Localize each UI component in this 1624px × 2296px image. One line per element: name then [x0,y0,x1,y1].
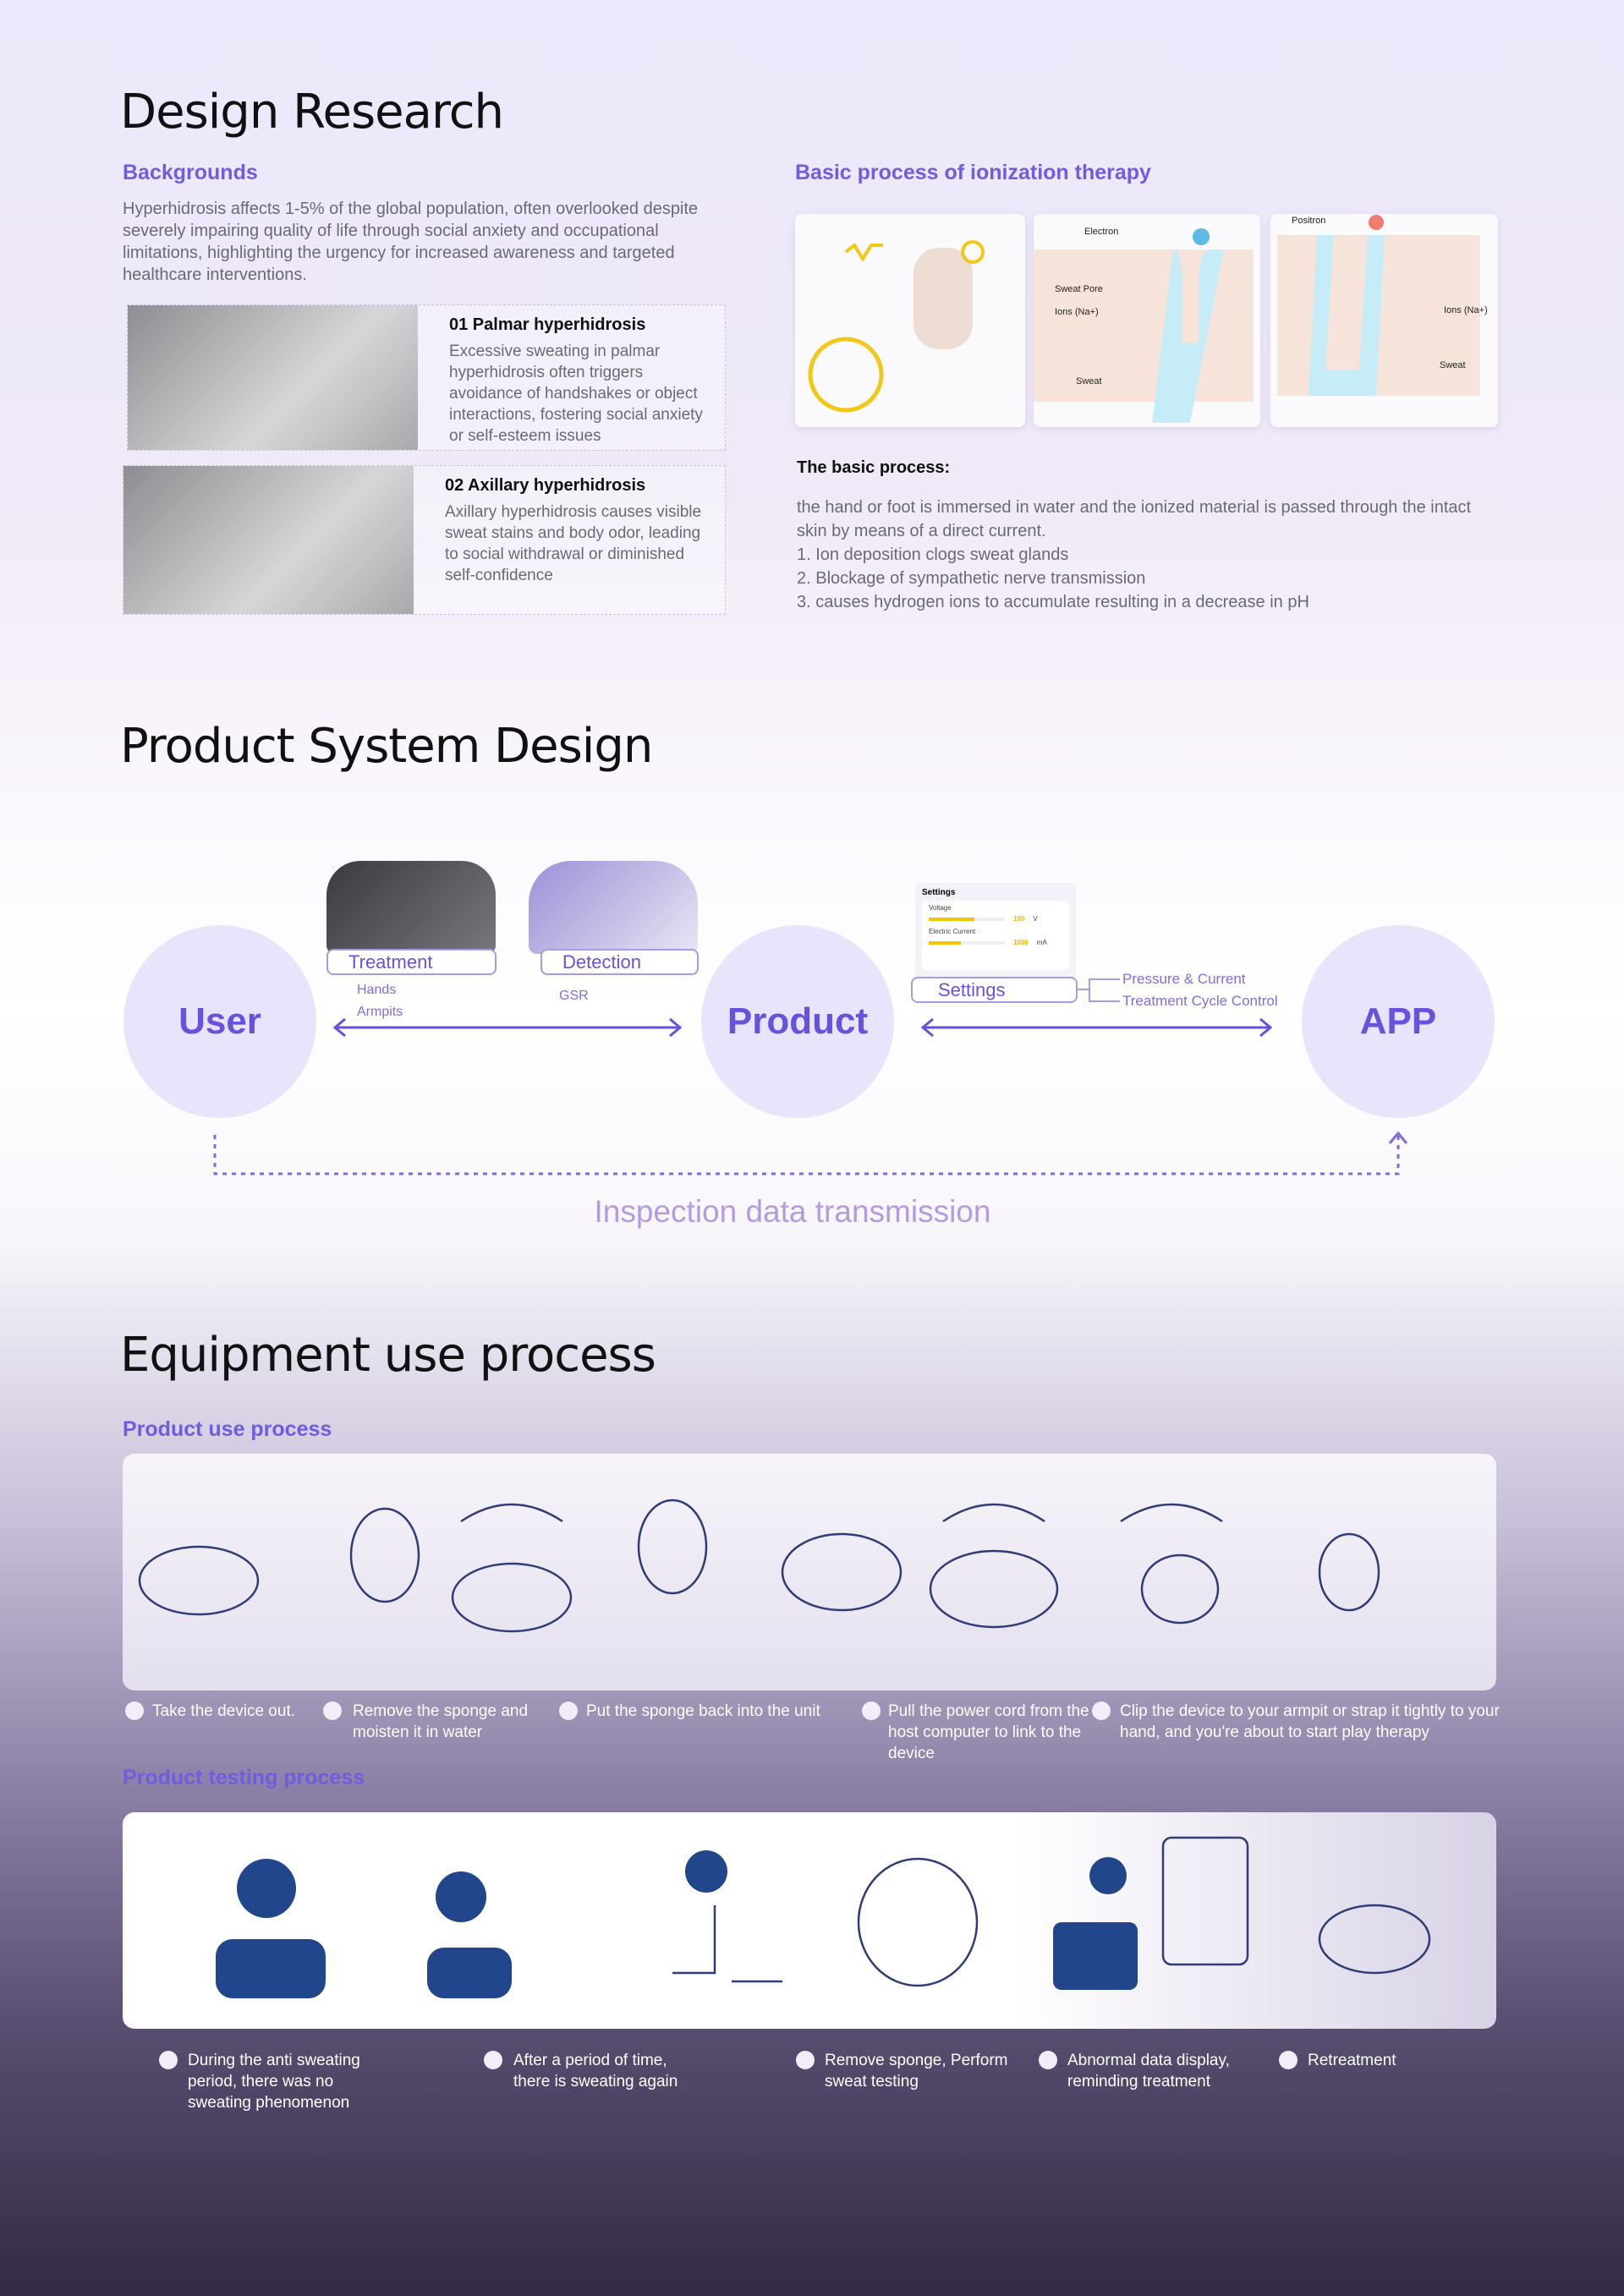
testing-step: Abnormal data display, reminding treatme… [1067,2052,1230,2091]
testing-step: Remove sponge, Perform sweat testing [825,2052,1008,2091]
settings-panel: Settings Voltage 100 V Electric Current 1… [915,883,1076,980]
detection-item: GSR [559,989,589,1003]
step-bullet [159,2051,178,2069]
treatment-box: Treatment [326,949,497,975]
axillary-card: 02 Axillary hyperhidrosis Axillary hyper… [123,465,726,615]
testing-step: During the anti sweating period, there w… [188,2052,360,2112]
settings-item: Pressure & Current [1122,971,1246,987]
step-bullet [125,1701,144,1720]
process-line: 2. Blockage of sympathetic nerve transmi… [797,569,1146,588]
handshake-photo [128,305,418,450]
app-node: APP [1302,925,1495,1118]
label-sweat: Sweat [1440,360,1466,370]
step-bullet [484,2051,502,2069]
section-title-design-research: Design Research [120,85,504,140]
voltage-value: 100 [1013,915,1025,923]
section-title-system: Product System Design [120,719,653,774]
step-bullet [323,1701,342,1720]
use-process-drawings [138,1499,1380,1633]
use-heading: Product use process [123,1417,332,1441]
treatment-item: Armpits [357,1005,403,1019]
use-step: Take the device out. [152,1702,295,1720]
user-node: User [123,925,316,1118]
current-unit: mA [1036,939,1047,946]
label-electron: Electron [1084,227,1119,237]
step-bullet [862,1701,881,1720]
label-ions: Ions (Na+) [1444,305,1488,315]
process-line: the hand or foot is immersed in water an… [797,498,1472,517]
voltage-unit: V [1033,915,1038,923]
section-title-equipment: Equipment use process [120,1328,656,1383]
label-sweat: Sweat [1076,376,1102,386]
settings-item: Treatment Cycle Control [1122,993,1278,1009]
process-line: 3. causes hydrogen ions to accumulate re… [797,593,1309,611]
treatment-device-image [326,861,496,954]
testing-step: After a period of time, there is sweatin… [513,2052,678,2091]
basic-process-heading: The basic process: [797,458,951,477]
testing-heading: Product testing process [123,1766,365,1789]
armpit-photo [123,466,414,614]
label-positron: Positron [1292,216,1326,226]
testing-step: Retreatment [1308,2052,1396,2069]
card-title: 01 Palmar hyperhidrosis [449,315,646,334]
settings-box: Settings [911,977,1078,1003]
step-bullet [796,2051,815,2069]
card-text: Axillary hyperhidrosis causes visible sw… [445,503,702,584]
connector-arrows [213,978,1408,1175]
current-value: 1000 [1013,939,1029,946]
card-text: Excessive sweating in palmar hyperhidros… [449,342,703,445]
testing-process-drawings [216,1836,1431,1998]
process-line: 1. Ion deposition clogs sweat glands [797,545,1069,564]
detection-box: Detection [540,949,699,975]
product-node: Product [701,925,894,1118]
use-step: Pull the power cord from the host comput… [888,1702,1089,1762]
hand-illustration [808,240,985,413]
backgrounds-text: Hyperhidrosis affects 1-5% of the global… [123,200,699,284]
current-label: Electric Current [929,928,976,935]
sweat-pore-illustration [1034,228,1254,423]
current-slider[interactable] [929,940,1005,945]
voltage-slider[interactable] [929,917,1005,921]
palmar-card: 01 Palmar hyperhidrosis Excessive sweati… [127,304,726,451]
process-line: skin by means of a direct current. [797,522,1046,540]
detection-device-image [529,861,698,954]
panel-title: Settings [922,888,956,897]
step-bullet [559,1701,578,1720]
step-bullet [1279,2051,1298,2069]
testing-process-illustrations [123,1812,1496,2029]
positron-diagram: Positron Ions (Na+) Sweat [1270,214,1498,427]
treatment-item: Hands [357,983,397,997]
voltage-label: Voltage [929,904,952,912]
use-step: Remove the sponge and moisten it in wate… [353,1702,529,1741]
use-step: Put the sponge back into the unit [586,1702,820,1720]
sweat-gland-illustration [1277,215,1480,396]
ionization-heading: Basic process of ionization therapy [795,161,1151,184]
label-sweat-pore: Sweat Pore [1055,284,1103,294]
step-bullet [1039,2051,1057,2069]
use-process-illustrations [123,1454,1496,1690]
label-ions: Ions (Na+) [1055,307,1099,317]
step-bullet [1092,1701,1111,1720]
electron-diagram: Electron Sweat Pore Ions (Na+) Sweat [1034,214,1260,427]
transmission-label: Inspection data transmission [594,1194,991,1229]
card-title: 02 Axillary hyperhidrosis [445,476,646,495]
hand-diagram [795,214,1025,427]
use-step: Clip the device to your armpit or strap … [1120,1702,1500,1741]
backgrounds-heading: Backgrounds [123,161,258,184]
